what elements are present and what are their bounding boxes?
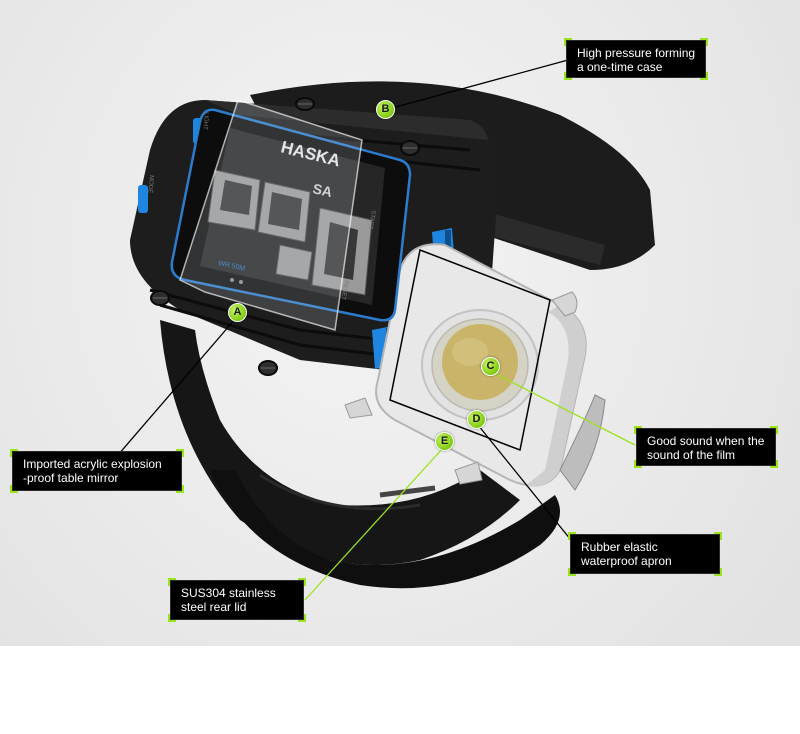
leader-line-a <box>117 317 237 456</box>
leader-line-b <box>391 59 569 109</box>
callout-b: High pressure forming a one-time case <box>564 38 708 80</box>
marker-c: C <box>481 357 500 376</box>
callout-a-line2: -proof table mirror <box>23 471 119 485</box>
mode-label: MODE <box>146 175 154 193</box>
rubber-apron <box>559 394 606 491</box>
callout-d-line1: Rubber elastic <box>581 540 658 554</box>
callout-c-line1: Good sound when the <box>647 434 765 448</box>
callout-c-line2: sound of the film <box>647 448 736 462</box>
callout-b-line2: a one-time case <box>577 60 663 74</box>
leader-line-e <box>304 447 444 601</box>
callout-e: SUS304 stainless steel rear lid <box>168 578 306 622</box>
callout-b-line1: High pressure forming <box>577 46 696 60</box>
marker-b: B <box>376 100 395 119</box>
callout-e-line1: SUS304 stainless <box>181 586 276 600</box>
marker-e: E <box>435 432 454 451</box>
callout-a-line1: Imported acrylic explosion <box>23 457 162 471</box>
callout-e-line2: steel rear lid <box>181 600 247 614</box>
start-label: START <box>367 210 376 230</box>
mode-button <box>138 185 148 213</box>
callout-c: Good sound when the sound of the film <box>634 426 778 468</box>
callout-d: Rubber elastic waterproof apron <box>568 532 722 576</box>
marker-a: A <box>228 303 247 322</box>
floor-background <box>0 646 800 734</box>
acrylic-mirror <box>179 99 363 331</box>
callout-d-line2: waterproof apron <box>581 554 672 568</box>
reset-label: RESET <box>339 280 348 301</box>
display-day: SA <box>311 180 333 200</box>
leader-line-d <box>477 424 576 546</box>
marker-d: D <box>467 410 486 429</box>
callout-a: Imported acrylic explosion -proof table … <box>10 449 184 493</box>
leader-line-c <box>489 370 636 446</box>
light-label: LIGHT <box>201 112 209 130</box>
